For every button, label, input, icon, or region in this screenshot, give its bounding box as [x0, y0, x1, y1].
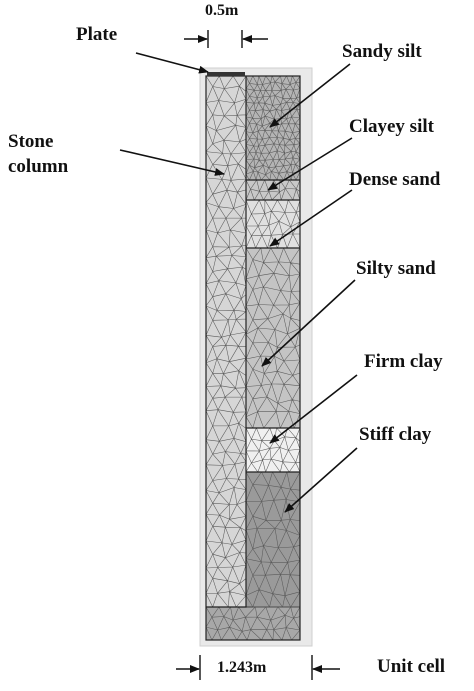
dense-sand-arrow: [269, 189, 353, 247]
firm-clay-label: Firm clay: [364, 351, 443, 372]
unit-cell-label: Unit cell: [377, 656, 446, 677]
mesh-zone: [245, 76, 300, 181]
column-width-label: 0.5m: [205, 2, 239, 19]
plate-arrow: [135, 52, 209, 74]
stone-column-label-line2: column: [8, 156, 69, 177]
cell-width-label: 1.243m: [217, 659, 267, 676]
layer-stiff-clay: [245, 471, 301, 608]
clayey-silt-label: Clayey silt: [349, 116, 434, 137]
boundary-outlines: [205, 75, 301, 641]
clayey-silt-arrow: [267, 137, 353, 191]
dense-sand-label: Dense sand: [349, 169, 441, 190]
stone-column-arrow: [119, 149, 225, 176]
mesh-zone: [206, 76, 247, 608]
stone-column-label-line1: Stone: [8, 131, 54, 152]
silty-sand-label: Silty sand: [356, 258, 436, 279]
stiff-clay-arrow: [284, 447, 358, 513]
leader-arrows: [119, 52, 358, 513]
stiff-clay-label: Stiff clay: [359, 424, 432, 445]
plate: [207, 72, 245, 76]
sandy-silt-arrow: [269, 63, 351, 128]
sandy-silt-label: Sandy silt: [342, 41, 422, 62]
firm-clay-arrow: [269, 374, 358, 444]
dimension-marks: [176, 30, 340, 680]
plate-label: Plate: [76, 24, 118, 45]
silty-sand-arrow: [261, 279, 356, 367]
